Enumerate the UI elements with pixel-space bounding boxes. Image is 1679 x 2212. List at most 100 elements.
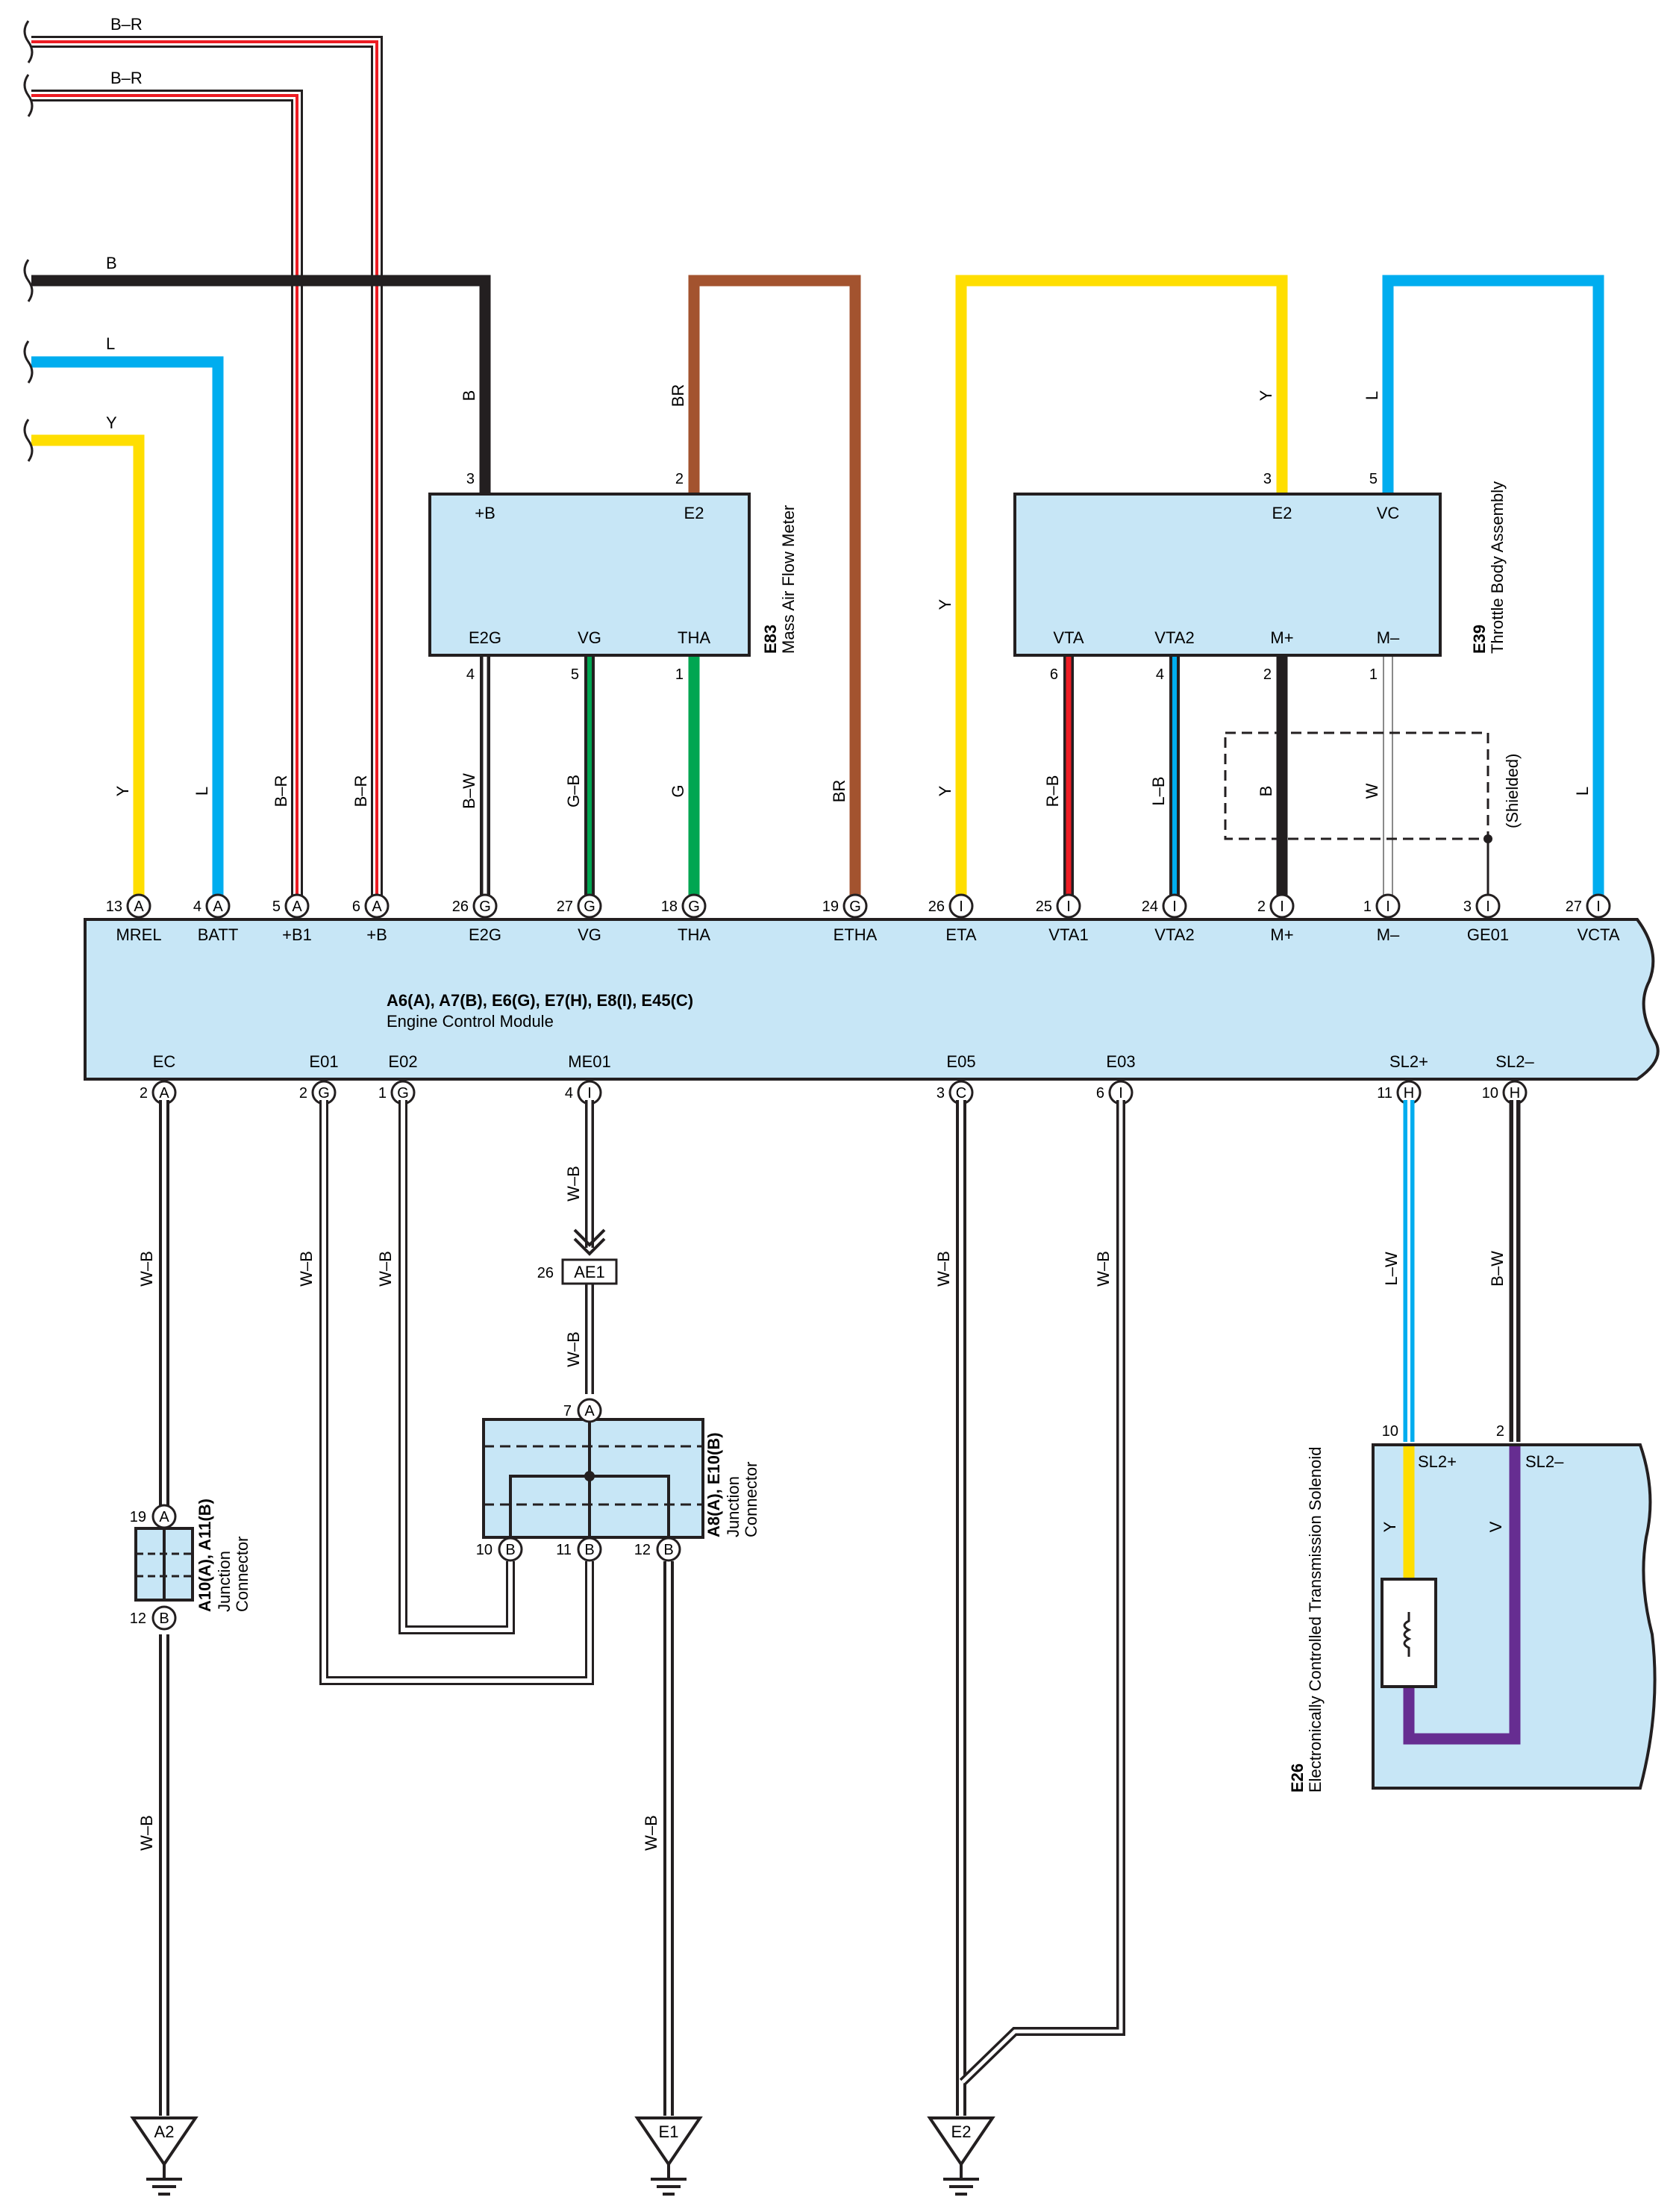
ground-e2: E2 (927, 2116, 995, 2196)
throttle-pin-vc: VC (1377, 504, 1400, 522)
ecm-top-wire-label-8: Y (936, 785, 954, 796)
ecm-top-pin-conn-9: I (1066, 899, 1071, 915)
j-a10-bottom-pin-num: 12 (130, 1610, 146, 1627)
ecm-top-pin-conn-4: G (479, 899, 491, 915)
svg-text:A: A (159, 1509, 169, 1525)
throttle-pin-num-5: 5 (1369, 471, 1378, 487)
wire-break-marks (23, 20, 34, 462)
throttle-caption: E39 Throttle Body Assembly (1470, 481, 1507, 654)
ae1-arrow-icon (573, 1228, 606, 1256)
ecm-bottom-pin-conn-5: I (1119, 1085, 1123, 1102)
e05-wire-label: W–B (934, 1251, 953, 1287)
solenoid-code: E26 (1288, 1763, 1307, 1793)
ecm-bottom-pin-num-7: 10 (1482, 1085, 1498, 1102)
e03-wire-label: W–B (1094, 1251, 1113, 1287)
ecm-bottom-pin-name-6: SL2+ (1389, 1052, 1428, 1071)
top-wire-label-5: Y (106, 413, 117, 432)
maf-pin-num-4: 4 (466, 666, 475, 683)
j-a8-pin-12: B (656, 1537, 681, 1562)
ec-wire-label: W–B (137, 1251, 156, 1287)
throttle-pin-num-3: 3 (1263, 471, 1272, 487)
ecm-bottom-pin-conn-3: I (587, 1085, 592, 1102)
ecm-bottom-pin-num-0: 2 (140, 1085, 148, 1102)
j-a8-top-pin: A (577, 1398, 602, 1423)
j-a8-pin-12-num: 12 (634, 1542, 651, 1558)
maf-pin-tha: THA (678, 628, 710, 647)
throttle-pin-num-2: 2 (1263, 666, 1272, 683)
j-a10-top-pin: A (151, 1504, 177, 1529)
ecm-top-pin-conn-13: I (1486, 899, 1490, 915)
j-a10-box (134, 1527, 194, 1602)
shielded-label: (Shielded) (1503, 754, 1522, 828)
sol-pin-sl2-minus: SL2– (1525, 1452, 1564, 1471)
j-a8-box (482, 1418, 704, 1539)
solenoid-coil-box (1381, 1578, 1437, 1688)
ecm-top-pin-conn-0: A (134, 899, 144, 915)
ecm-bottom-pin-name-0: EC (153, 1052, 176, 1071)
throttle-pin-m-minus: M– (1377, 628, 1400, 647)
wire-vc-l (1382, 275, 1604, 899)
throttle-pin-vta2: VTA2 (1154, 628, 1194, 647)
ecm-top-pin-conn-6: G (688, 899, 700, 915)
ecm-top-wire-label-12: W (1363, 783, 1381, 799)
shield-drain-dot (1483, 834, 1492, 843)
wire-b-r-2 (31, 90, 303, 899)
maf-pin-e2g: E2G (469, 628, 501, 647)
maf-pin-num-3: 3 (466, 471, 475, 487)
throttle-wire-y-label: Y (1257, 390, 1275, 401)
ecm-top-pin-conn-1: A (213, 899, 223, 915)
ecm-top-wire-label-6: G (669, 784, 687, 797)
ecm-top-pin-name-3: +B (366, 925, 387, 944)
ecm-top-pin-3: A6+BB–R (351, 775, 390, 944)
ecm-top-pin-num-9: 25 (1036, 899, 1052, 915)
eta-wire-y-label: Y (936, 599, 954, 610)
wire-b-r-1 (31, 36, 383, 899)
e02-wire-label: W–B (376, 1251, 395, 1287)
ecm-top-pin-name-8: ETA (945, 925, 976, 944)
j-a10-name1: Junction (215, 1551, 234, 1612)
throttle-box: E2 VC VTA VTA2 M+ M– (1013, 493, 1442, 657)
ecm-top-pin-num-4: 26 (452, 899, 469, 915)
sol-wire-v-label: V (1486, 1521, 1505, 1532)
j-a10-code: A10(A), A11(B) (196, 1499, 214, 1612)
ecm-top-pin-num-1: 4 (193, 899, 201, 915)
ecm-top-pin-group: A13MRELYA4BATTLA5+B1B–RA6+BB–RG26E2GB–WG… (106, 773, 1620, 944)
j-a8-code: A8(A), E10(B) (704, 1432, 723, 1537)
ecm-top-wire-label-14: L (1573, 787, 1592, 796)
ecm-top-pin-12: I1M–W (1363, 783, 1401, 944)
ecm-top-pin-num-5: 27 (557, 899, 573, 915)
throttle-pin-num-6: 6 (1050, 666, 1058, 683)
ecm-bottom-pin-conn-7: H (1510, 1085, 1520, 1102)
ecm-bottom-pin-name-1: E01 (309, 1052, 338, 1071)
ecm-bottom-pin-num-3: 4 (565, 1085, 573, 1102)
ecm-top-pin-name-0: MREL (116, 925, 161, 944)
maf-pin-num-5: 5 (571, 666, 579, 683)
ecm-top-pin-11: I2M+B (1257, 786, 1295, 944)
ecm-top-wire-label-4: B–W (460, 773, 478, 809)
ae1-wire-above-label: W–B (564, 1166, 583, 1202)
top-wire-label-3: B (106, 254, 117, 272)
ecm-top-pin-conn-3: A (372, 899, 382, 915)
top-wire-label-4: L (106, 334, 115, 353)
ecm-bottom-pin-conn-4: C (956, 1085, 966, 1102)
ecm-bottom-pin-name-3: ME01 (568, 1052, 610, 1071)
svg-text:B: B (663, 1542, 673, 1558)
maf-wire-br-label: BR (669, 384, 687, 407)
ecm-top-pin-num-10: 24 (1142, 899, 1158, 915)
ecm-top-pin-name-2: +B1 (282, 925, 312, 944)
ecm-top-pin-name-13: GE01 (1467, 925, 1509, 944)
ecm-top-wire-label-3: B–R (351, 775, 370, 807)
ecm-top-pin-conn-8: I (959, 899, 963, 915)
ecm-top-pin-name-7: ETHA (834, 925, 878, 944)
ecm-top-pin-name-5: VG (578, 925, 601, 944)
ecm-top-pin-conn-2: A (292, 899, 302, 915)
wire-b (31, 275, 491, 493)
